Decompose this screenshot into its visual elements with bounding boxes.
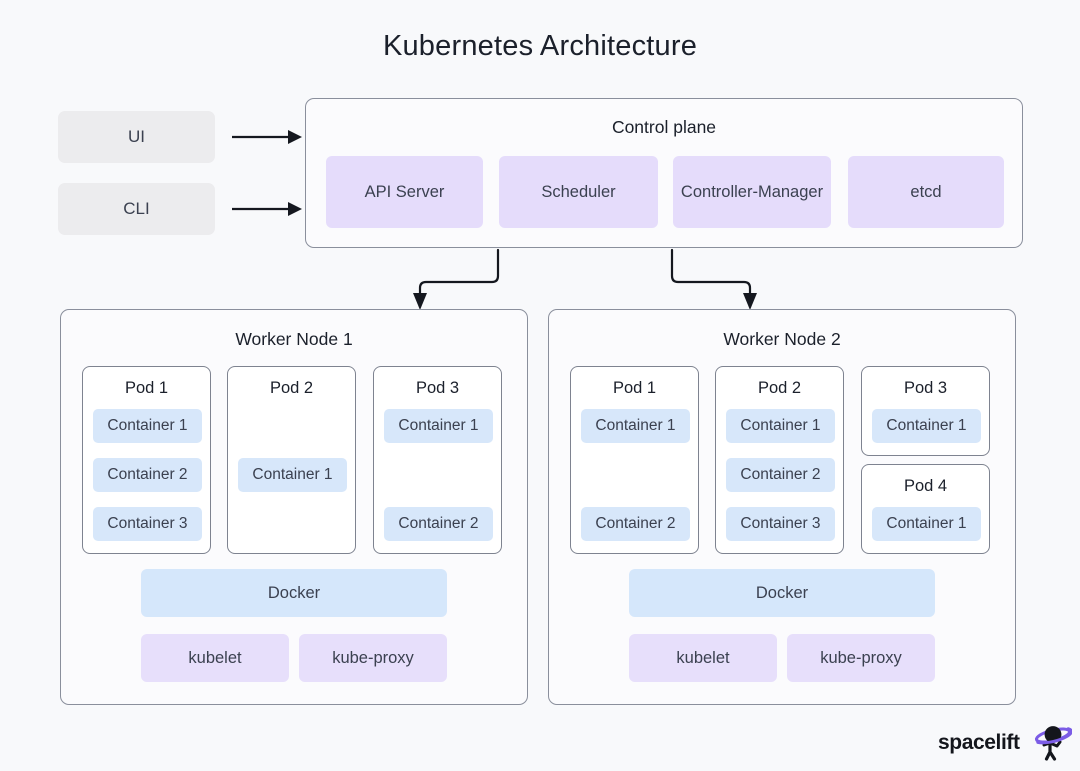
component-label: Scheduler (541, 182, 616, 201)
logo-wordmark: spacelift (938, 731, 1020, 754)
worker-node-1-box: Worker Node 1 Pod 1 Container 1 Containe… (60, 309, 528, 705)
pod-label: Pod 1 (612, 379, 657, 397)
container-chip[interactable]: Container 2 (726, 458, 835, 492)
worker-node-title: Worker Node 1 (235, 329, 353, 349)
kube-proxy-bar[interactable]: kube-proxy (299, 634, 447, 682)
worker-node-2-box: Worker Node 2 Pod 1 Container 1 Containe… (548, 309, 1016, 705)
control-plane-component-api-server[interactable]: API Server (326, 156, 483, 228)
kube-proxy-bar[interactable]: kube-proxy (787, 634, 935, 682)
pod-box[interactable]: Pod 3 Container 1 Container 2 (373, 366, 502, 554)
arrow-cli-to-control-plane (232, 202, 302, 216)
connector-control-plane-to-worker-node-1 (413, 248, 500, 310)
component-label: API Server (364, 182, 445, 201)
client-label: CLI (123, 199, 150, 218)
container-chip[interactable]: Container 3 (726, 507, 835, 541)
arrow-ui-to-control-plane (232, 130, 302, 144)
pod-box[interactable]: Pod 3 Container 1 (861, 366, 990, 456)
component-label: etcd (910, 182, 942, 201)
page-title: Kubernetes Architecture (382, 30, 698, 62)
container-chip[interactable]: Container 1 (384, 409, 493, 443)
container-chip[interactable]: Container 2 (581, 507, 690, 541)
pod-box[interactable]: Pod 2 Container 1 Container 2 Container … (715, 366, 844, 554)
control-plane-component-etcd[interactable]: etcd (848, 156, 1004, 228)
control-plane-component-scheduler[interactable]: Scheduler (499, 156, 658, 228)
component-label: Controller-Manager (680, 182, 824, 201)
pod-label: Pod 4 (903, 477, 948, 495)
pod-label: Pod 2 (757, 379, 802, 397)
container-chip[interactable]: Container 2 (93, 458, 202, 492)
pod-box[interactable]: Pod 1 Container 1 Container 2 Container … (82, 366, 211, 554)
pod-label: Pod 1 (124, 379, 169, 397)
container-chip[interactable]: Container 1 (93, 409, 202, 443)
kubelet-bar[interactable]: kubelet (141, 634, 289, 682)
pod-label: Pod 2 (269, 379, 314, 397)
container-chip[interactable]: Container 1 (872, 409, 981, 443)
container-runtime-bar[interactable]: Docker (141, 569, 447, 617)
container-chip[interactable]: Container 1 (238, 458, 347, 492)
client-box-ui[interactable]: UI (58, 111, 215, 163)
connector-control-plane-to-worker-node-2 (670, 248, 757, 310)
astronaut-icon (1034, 726, 1072, 761)
client-box-cli[interactable]: CLI (58, 183, 215, 235)
container-chip[interactable]: Container 1 (726, 409, 835, 443)
kubelet-bar[interactable]: kubelet (629, 634, 777, 682)
pod-label: Pod 3 (415, 379, 460, 397)
control-plane-box: Control plane API Server Scheduler Contr… (305, 98, 1023, 248)
pod-box[interactable]: Pod 1 Container 1 Container 2 (570, 366, 699, 554)
spacelift-logo: spacelift (938, 722, 1072, 764)
container-chip[interactable]: Container 2 (384, 507, 493, 541)
container-runtime-bar[interactable]: Docker (629, 569, 935, 617)
container-chip[interactable]: Container 1 (872, 507, 981, 541)
container-chip[interactable]: Container 3 (93, 507, 202, 541)
worker-node-title: Worker Node 2 (723, 329, 841, 349)
control-plane-title: Control plane (611, 117, 717, 137)
pod-box[interactable]: Pod 4 Container 1 (861, 464, 990, 554)
pod-box[interactable]: Pod 2 Container 1 (227, 366, 356, 554)
control-plane-component-controller-manager[interactable]: Controller-Manager (673, 156, 831, 228)
container-chip[interactable]: Container 1 (581, 409, 690, 443)
pod-label: Pod 3 (903, 379, 948, 397)
client-label: UI (128, 127, 145, 146)
